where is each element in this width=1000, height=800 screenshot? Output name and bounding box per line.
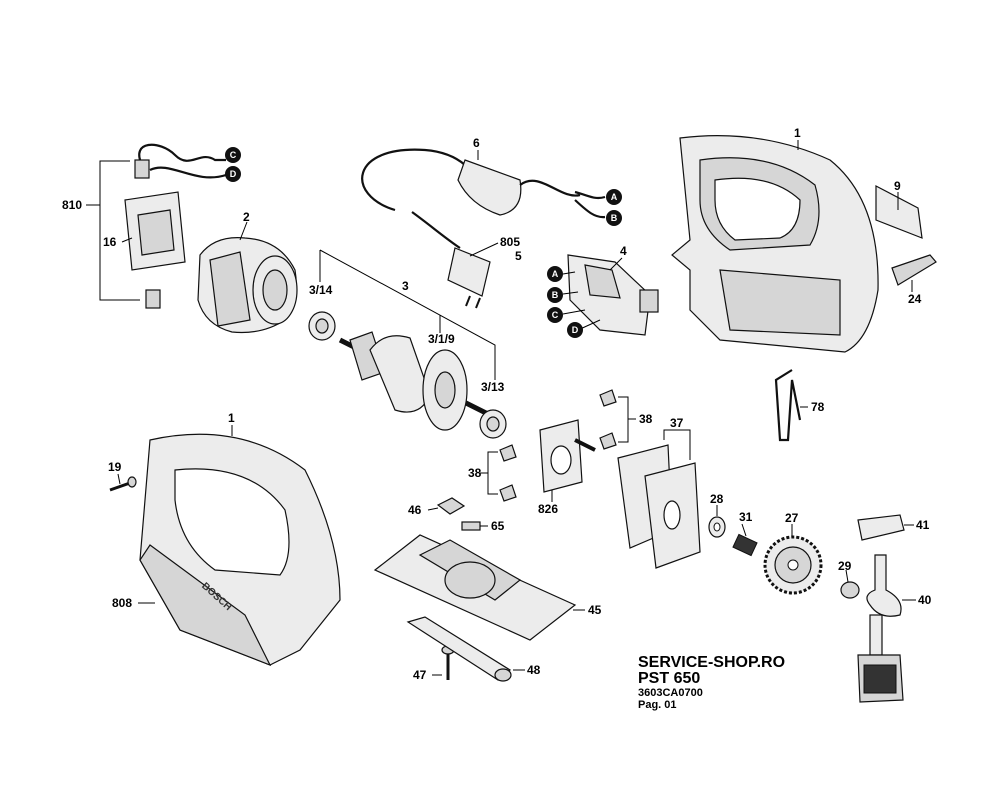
clips-38-left [499,444,517,502]
housing-half-bottom: BOSCH [139,433,341,667]
label-808: 808 [112,596,132,610]
switch [562,254,659,336]
svg-text:D: D [572,325,579,335]
base-plate-45 [373,534,577,641]
field-stator [197,237,298,334]
blade-guard-9 [875,185,923,239]
label-28: 28 [710,492,724,506]
connector-c-switch: C [547,307,563,323]
svg-text:C: C [552,310,559,320]
svg-text:B: B [611,213,618,223]
label-3-14: 3/14 [309,283,333,297]
label-45: 45 [588,603,602,617]
connector-a-cord: A [606,189,622,205]
nut-46 [436,497,466,515]
label-826: 826 [538,502,558,516]
screw-19 [109,476,137,492]
label-46: 46 [408,503,422,517]
label-3: 3 [402,279,409,293]
label-6: 6 [473,136,480,150]
lever-48 [406,616,512,682]
connector-b-cord: B [606,210,622,226]
spring-clip-78 [774,369,802,442]
bearing-3-14 [308,311,336,341]
label-1-bottom: 1 [228,411,235,425]
connector-d-top: D [225,166,241,182]
power-cord [361,148,606,309]
label-38-left: 38 [468,466,482,480]
label-38-top: 38 [639,412,653,426]
gear-27 [763,535,823,595]
clips-38-top [599,389,617,450]
label-4: 4 [620,244,627,258]
shop-name: SERVICE-SHOP.RO [638,654,786,671]
bracket-810 [86,160,140,301]
washer-28 [708,516,726,538]
housing-half-top [671,135,879,353]
label-16: 16 [103,235,117,249]
label-40: 40 [918,593,932,607]
connector-d-switch: D [567,322,583,338]
brush-holder-assembly [121,143,227,309]
footer-info: SERVICE-SHOP.RO PST 650 3603CA0700 Pag. … [638,655,785,711]
label-3-13: 3/13 [481,380,505,394]
label-5: 5 [515,249,522,263]
pinion-31 [732,533,758,557]
svg-text:A: A [611,192,618,202]
plate-65 [461,521,481,531]
plates-37 [617,444,701,569]
connector-c-top: C [225,147,241,163]
part-code: 3603CA0700 [638,687,703,699]
plunger-40 [857,554,904,703]
label-1-top: 1 [794,126,801,140]
label-29: 29 [838,559,852,573]
label-2: 2 [243,210,250,224]
label-9: 9 [894,179,901,193]
svg-text:C: C [230,150,237,160]
bearing-3-13 [479,409,507,439]
svg-text:D: D [230,169,237,179]
label-47: 47 [413,668,427,682]
label-37: 37 [670,416,684,430]
model-name: PST 650 [638,670,701,687]
plate-826 [539,419,596,493]
page-number: Pag. 01 [638,699,677,711]
roller-29 [840,581,860,599]
connector-b-switch: B [547,287,563,303]
svg-text:B: B [552,290,559,300]
label-3-1-9: 3/1/9 [428,332,455,346]
lever-24 [891,254,937,286]
svg-text:A: A [552,269,559,279]
label-24: 24 [908,292,922,306]
label-805: 805 [500,235,520,249]
connector-a-switch: A [547,266,563,282]
label-41: 41 [916,518,930,532]
label-19: 19 [108,460,122,474]
label-78: 78 [811,400,825,414]
label-27: 27 [785,511,799,525]
label-31: 31 [739,510,753,524]
armature [338,331,502,431]
label-810: 810 [62,198,82,212]
label-65: 65 [491,519,505,533]
label-48: 48 [527,663,541,677]
guide-41 [857,514,905,541]
